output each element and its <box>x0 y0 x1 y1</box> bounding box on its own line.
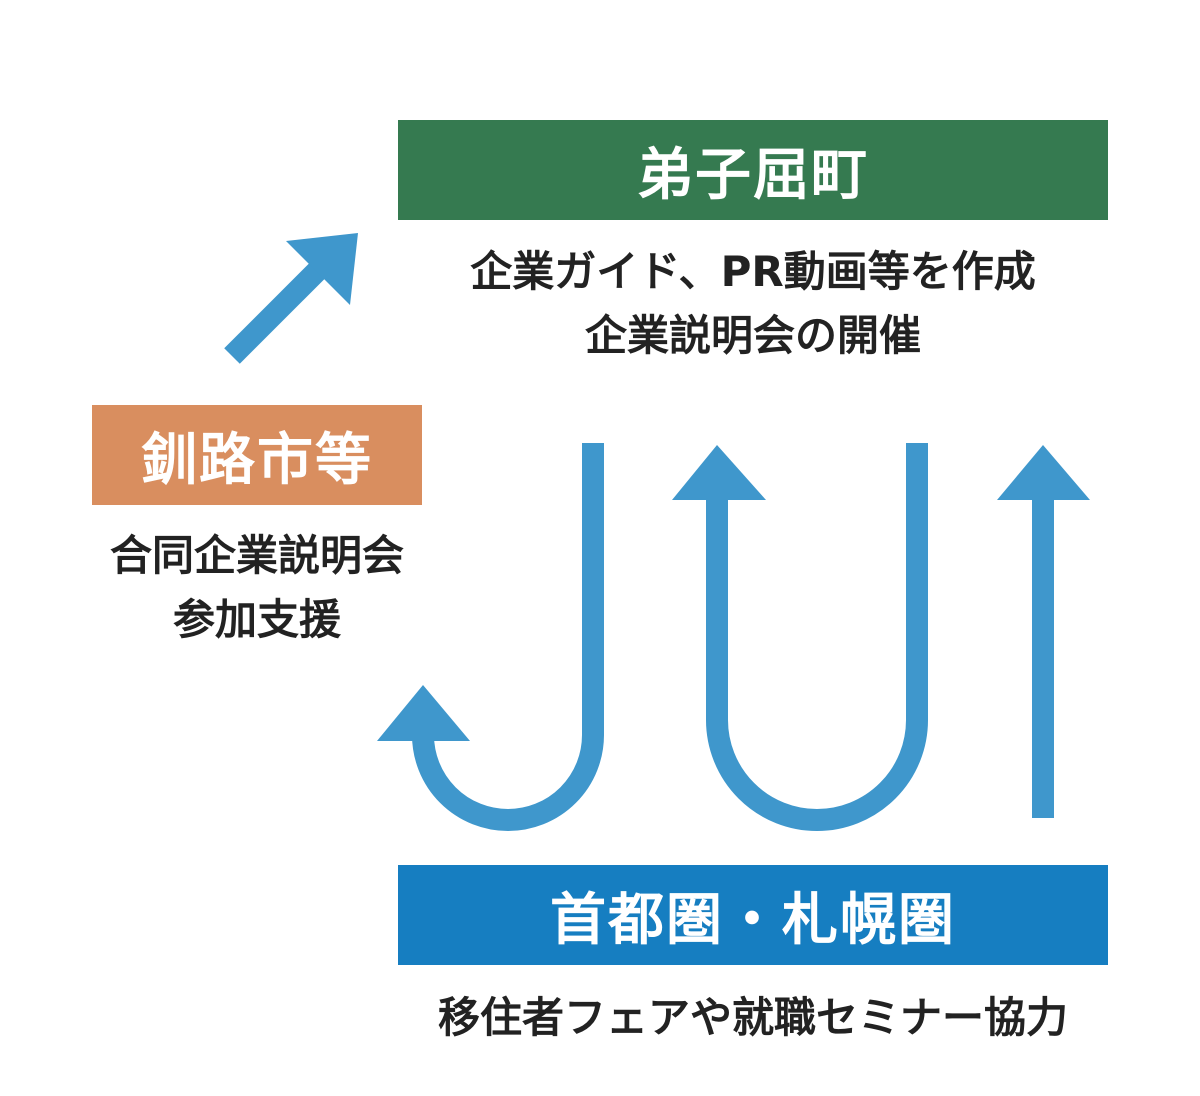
diagonal-arrow-shaft <box>224 255 333 364</box>
metro-line-1: 移住者フェアや就職セミナー協力 <box>437 993 1068 1042</box>
kushiro-box: 釧路市等 <box>92 405 422 505</box>
kushiro-title: 釧路市等 <box>141 427 373 493</box>
kushiro-line-2: 参加支援 <box>172 595 341 644</box>
u-curve-arrow-shaft <box>706 443 928 831</box>
teshikaga-box: 弟子屈町 <box>398 120 1108 220</box>
metro-box: 首都圏・札幌圏 <box>398 865 1108 965</box>
j-curve-arrow-shaft <box>412 443 604 831</box>
j-arrowhead-icon <box>377 685 470 741</box>
teshikaga-title: 弟子屈町 <box>637 142 869 208</box>
kushiro-line-1: 合同企業説明会 <box>109 531 404 580</box>
teshikaga-line-1: 企業ガイド、PR動画等を作成 <box>470 247 1036 296</box>
straight-arrowhead-icon <box>997 445 1090 500</box>
diagonal-arrowhead-icon <box>286 233 358 305</box>
u-arrowhead-icon <box>672 445 766 500</box>
teshikaga-line-2: 企業説明会の開催 <box>584 311 921 360</box>
metro-title: 首都圏・札幌圏 <box>550 887 956 953</box>
